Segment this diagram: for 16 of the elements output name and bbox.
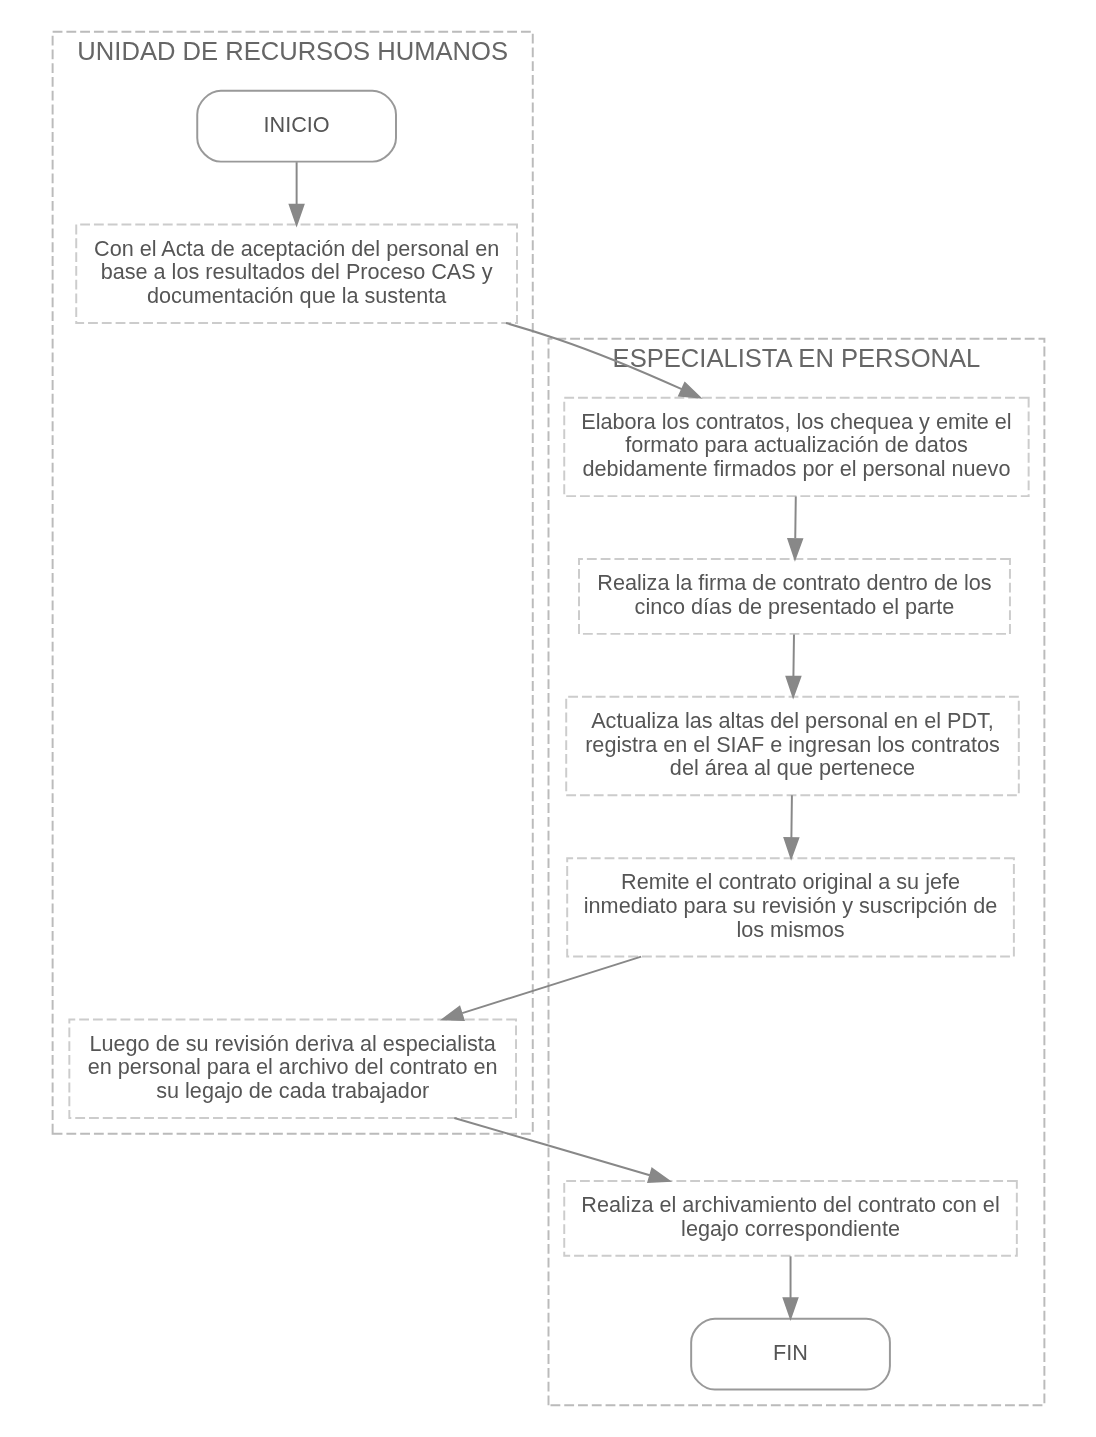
node-box: Remite el contrato original a su jefe inmediato para su revisión y suscripción de los mismos	[565, 857, 1015, 958]
arrow	[782, 794, 800, 861]
arrow	[781, 1255, 799, 1321]
arrow	[786, 495, 803, 562]
arrow	[287, 161, 305, 228]
node-box: Realiza la firma de contrato dentro de los cinco días de presentado el parte	[577, 558, 1011, 635]
node-box: Elabora los contratos, los chequea y emite el formato para actualización de datos debidamente firmados por el personal nuevo	[562, 396, 1030, 498]
node-box: FIN	[689, 1317, 891, 1391]
node-box: Con el Acta de aceptación del personal en base a los resultados del Proceso CAS y documentación que la sustenta	[74, 223, 518, 324]
arrow	[784, 633, 802, 700]
node-box: Actualiza las altas del personal en el PDT, registra en el SIAF e ingresan los contratos del área al que pertenece	[564, 695, 1020, 797]
arrow	[504, 322, 703, 399]
node-box: INICIO	[195, 89, 397, 163]
node-box: Luego de su revisión deriva al especialista en personal para el archivo del contrato en su legajo de cada trabajador	[67, 1018, 517, 1119]
node-box: Realiza el archivamiento del contrato con el legajo correspondiente	[562, 1179, 1018, 1257]
arrow	[439, 955, 642, 1021]
